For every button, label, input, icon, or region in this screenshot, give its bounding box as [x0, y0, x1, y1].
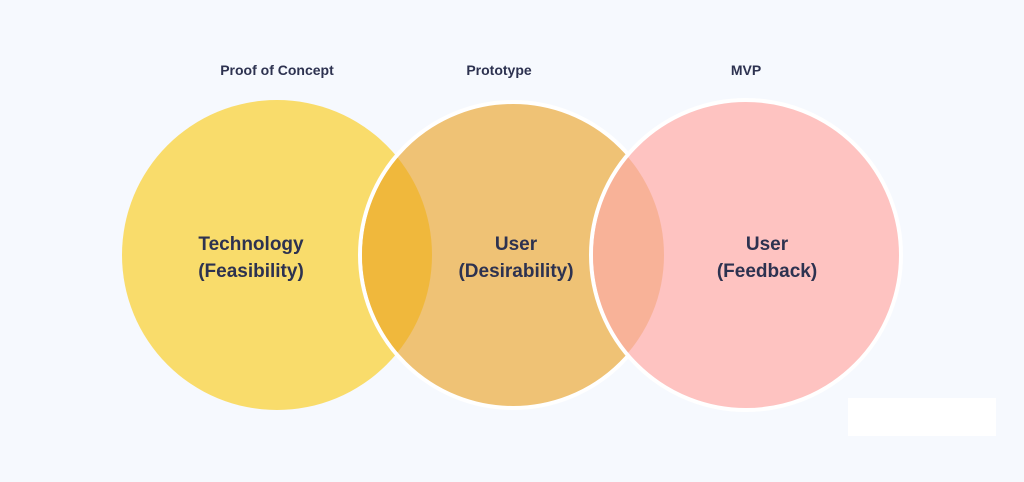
blank-box — [848, 398, 996, 436]
desirability-subtitle: (Desirability) — [458, 261, 573, 282]
stage-label-proof-of-concept: Proof of Concept — [220, 62, 334, 78]
feedback-subtitle: (Feedback) — [717, 261, 817, 282]
circle-proof-of-concept — [122, 100, 432, 410]
feasibility-subtitle: (Feasibility) — [198, 261, 304, 282]
stage-label-mvp: MVP — [731, 62, 761, 78]
user-title: User — [495, 234, 538, 255]
technology-title: Technology — [198, 234, 304, 255]
stage-label-prototype: Prototype — [466, 62, 532, 78]
circle-mvp — [589, 98, 903, 412]
user-feedback-title: User — [746, 234, 789, 255]
